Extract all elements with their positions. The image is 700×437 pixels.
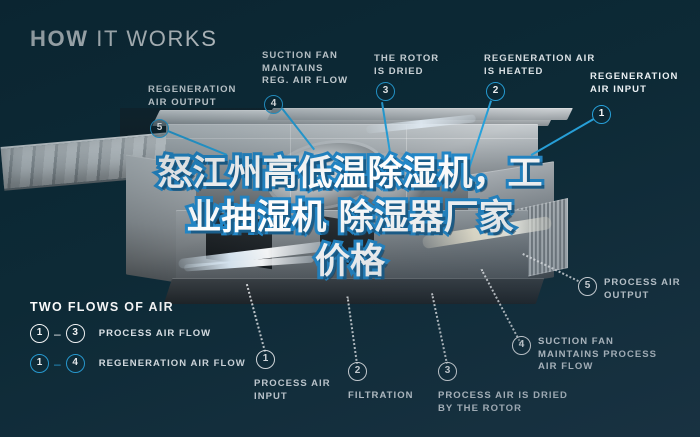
headline-text: 怒江州高低温除湿机，工 业抽湿机 除湿器厂家 价格 — [0, 151, 700, 285]
title-word-itworks: IT WORKS — [96, 26, 218, 51]
callout-badge-2-top[interactable]: 2 — [486, 82, 505, 101]
headline-line-3: 价格 — [312, 239, 388, 285]
callout-label-process-air-dried: PROCESS AIR IS DRIED BY THE ROTOR — [438, 390, 568, 414]
rotor-drum-secondary — [356, 152, 430, 204]
legend-label: REGENERATION AIR FLOW — [98, 358, 246, 369]
callout-label-regeneration-air-output: REGENERATION AIR OUTPUT — [148, 84, 237, 108]
legend-dash: – — [54, 326, 61, 341]
title-word-how: HOW — [30, 26, 89, 51]
machine-top-panel-2 — [267, 108, 573, 120]
panel-seam — [406, 124, 407, 210]
callout-badge-5-bottom[interactable]: 5 — [578, 277, 597, 296]
callout-label-regeneration-air-input: REGENERATION AIR INPUT — [590, 71, 679, 95]
callout-label-process-air-input: PROCESS AIR INPUT — [254, 378, 331, 402]
page-title: HOW IT WORKS — [30, 26, 217, 52]
callout-badge-4-top[interactable]: 4 — [264, 95, 283, 114]
legend-label: PROCESS AIR FLOW — [98, 328, 212, 339]
dehumidifier-illustration — [0, 108, 590, 353]
panel-seam — [166, 138, 538, 139]
legend-badge-to: 4 — [65, 354, 85, 373]
callout-label-suction-fan-reg: SUCTION FAN MAINTAINS REG. AIR FLOW — [262, 50, 349, 86]
callout-label-filtration: FILTRATION — [348, 390, 414, 401]
legend-badge-from: 1 — [30, 324, 49, 343]
legend-row-regeneration-air-flow: 1 – 4 REGENERATION AIR FLOW — [30, 354, 246, 373]
legend-badge-to: 3 — [65, 324, 85, 343]
callout-label-regeneration-air-heated: REGENERATION AIR IS HEATED — [484, 53, 596, 77]
callout-badge-1-bottom[interactable]: 1 — [256, 350, 275, 369]
legend: TWO FLOWS OF AIR 1 – 3 PROCESS AIR FLOW … — [30, 300, 246, 384]
headline-line-1: 怒江州高低温除湿机，工 — [154, 151, 545, 197]
callout-badge-3-bottom[interactable]: 3 — [438, 362, 457, 381]
headline-line-2: 业抽湿机 除湿器厂家 — [183, 195, 516, 241]
callout-badge-5-top[interactable]: 5 — [150, 119, 169, 138]
callout-badge-3-top[interactable]: 3 — [376, 82, 395, 101]
panel-seam — [290, 124, 291, 210]
callout-badge-2-bottom[interactable]: 2 — [348, 362, 367, 381]
callout-label-suction-fan-process: SUCTION FAN MAINTAINS PROCESS AIR FLOW — [538, 336, 658, 372]
callout-badge-4-bottom[interactable]: 4 — [512, 336, 531, 355]
legend-dash: – — [54, 356, 61, 371]
legend-row-process-air-flow: 1 – 3 PROCESS AIR FLOW — [30, 324, 246, 343]
callout-badge-1-top[interactable]: 1 — [592, 105, 611, 124]
legend-title: TWO FLOWS OF AIR — [30, 300, 174, 314]
legend-badge-from: 1 — [30, 354, 49, 373]
callout-label-rotor-is-dried: THE ROTOR IS DRIED — [374, 53, 440, 77]
callout-label-process-air-output: PROCESS AIR OUTPUT — [604, 277, 681, 301]
